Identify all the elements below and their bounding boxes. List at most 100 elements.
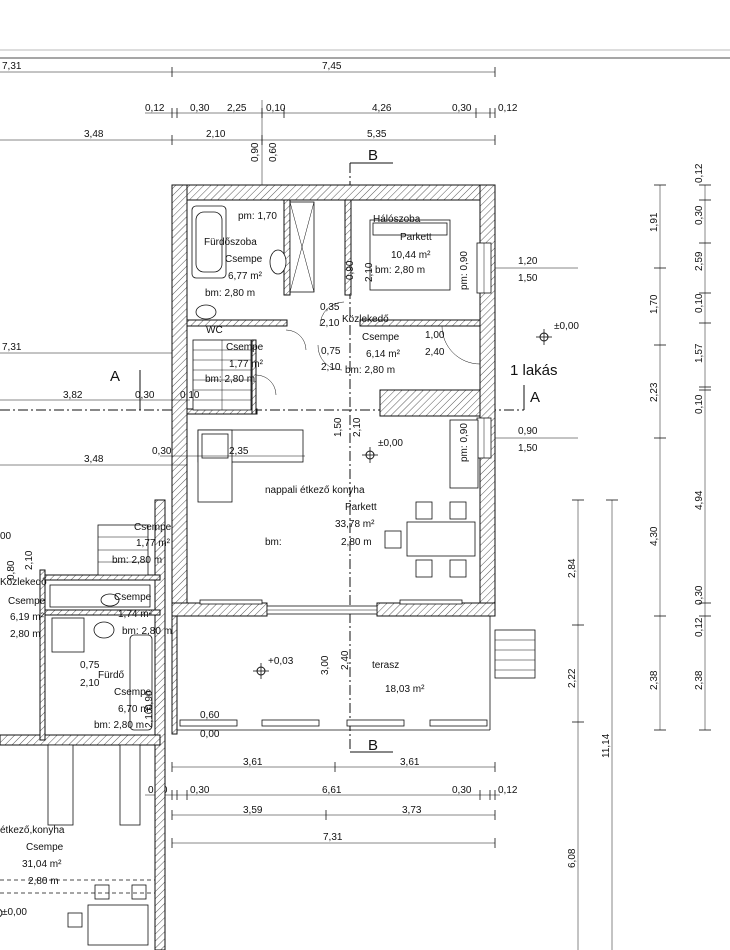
- win2-height: 1,50: [518, 443, 538, 454]
- dim-r-0-12-b: 0,12: [694, 617, 705, 637]
- level-markers: [253, 329, 552, 679]
- dim-vert-0-90: 0,90: [250, 142, 261, 162]
- bath-height: bm: 2,80 m: [205, 288, 255, 299]
- dim-r-2-38-b: 2,38: [649, 670, 660, 690]
- terrace-name: terasz: [372, 660, 399, 671]
- left-hall-name: Közlekedő: [0, 577, 47, 588]
- left-bath-floor: Csempe: [114, 687, 152, 698]
- dim-2-25: 2,25: [227, 103, 247, 114]
- dim-r-0-12-a: 0,12: [694, 163, 705, 183]
- level-living: ±0,00: [378, 438, 403, 449]
- left-hall-height: 2,80 m: [10, 629, 41, 640]
- dim-bottom-0-30-b: 0,30: [452, 785, 472, 796]
- room-labels: pm: 1,70 Fürdőszoba Csempe 6,77 m² bm: 2…: [204, 211, 558, 695]
- dim-0-10-mid: 0,10: [180, 390, 200, 401]
- dim-bottom-7-31: 7,31: [323, 832, 343, 843]
- dim-r-0-10-b: 0,10: [694, 394, 705, 414]
- wc-height: bm: 2,80 m: [205, 374, 255, 385]
- left-stair-height: bm: 2,80 m: [112, 555, 162, 566]
- dim-r-2-38-a: 2,38: [694, 670, 705, 690]
- dim-r-11-14: 11,14: [601, 733, 612, 758]
- dim-v-1-50: 1,50: [333, 417, 344, 437]
- right-dimensions: 0,12 0,30 2,59 0,10 1,57 0,10 4,94 0,30 …: [567, 163, 711, 950]
- dim-v-2-10-a: 2,10: [364, 262, 375, 282]
- dim-top-7-31: 7,31: [2, 61, 22, 72]
- dim-terrace-2-40: 2,40: [340, 650, 351, 670]
- wc-area: 1,77 m²: [229, 359, 264, 370]
- dim-bottom-3-73: 3,73: [402, 805, 422, 816]
- left-wc-height: bm: 2,80 m: [122, 626, 172, 637]
- left-v-2-10-b: 2,10: [144, 708, 155, 728]
- dim-2-10-a: 2,10: [320, 318, 340, 329]
- terrace-area: 18,03 m²: [385, 684, 425, 695]
- dim-terrace-3-00: 3,00: [320, 655, 331, 675]
- dim-r-0-30-b: 0,30: [694, 585, 705, 605]
- living-bm: bm:: [265, 537, 282, 548]
- level-terrace: +0,03: [268, 656, 294, 667]
- bedroom-name: Hálószoba: [373, 214, 421, 225]
- dim-window-0-60: 0,60: [200, 710, 220, 721]
- dim-r-4-94: 4,94: [694, 490, 705, 510]
- win1-height: 1,50: [518, 273, 538, 284]
- dim-bottom-0-30-a: 0,30: [190, 785, 210, 796]
- living-height: 2,80 m: [341, 537, 372, 548]
- left-c00: 00: [0, 531, 12, 542]
- left-kitchen-name: étkező,konyha: [0, 825, 65, 836]
- dim-r-1-57: 1,57: [694, 343, 705, 363]
- dim-0-35: 0,35: [320, 302, 340, 313]
- furniture: [177, 201, 536, 731]
- bottom-dimensions: 3,61 3,61 0,10 0,30 6,61 0,30 0,12 3,59 …: [145, 757, 518, 848]
- hall-floor: Csempe: [362, 332, 400, 343]
- hall-height: bm: 2,80 m: [345, 365, 395, 376]
- bedroom-pm: pm: 0,90: [459, 251, 470, 290]
- dim-3-48-mid: 3,48: [84, 454, 104, 465]
- section-a-right: A: [530, 389, 540, 406]
- bath-floor: Csempe: [225, 254, 263, 265]
- dim-bottom-3-61-a: 3,61: [243, 757, 263, 768]
- bedroom-height: bm: 2,80 m: [375, 265, 425, 276]
- left-v-2-10-a: 2,10: [24, 550, 35, 570]
- windows: [266, 242, 492, 615]
- dim-0-10-a: 0,10: [266, 103, 286, 114]
- dim-bottom-0-12: 0,12: [498, 785, 518, 796]
- dim-bottom-6-61: 6,61: [322, 785, 342, 796]
- dim-3-48-top: 3,48: [84, 129, 104, 140]
- left-neighbour-unit: Közlekedő Csempe 6,19 m² 2,80 m Fürdő Cs…: [0, 499, 172, 950]
- dim-0-30-b: 0,30: [452, 103, 472, 114]
- apartment-label: 1 lakás: [510, 362, 558, 379]
- win1-width: 1,20: [518, 256, 538, 267]
- left-kitchen-floor: Csempe: [26, 842, 64, 853]
- bedroom-floor: Parkett: [400, 232, 432, 243]
- wc-floor: Csempe: [226, 342, 264, 353]
- dim-0-30-kitchen: 0,30: [152, 446, 172, 457]
- walls: [171, 184, 496, 735]
- dim-v-2-10-b: 2,10: [352, 417, 363, 437]
- dim-r-2-84: 2,84: [567, 558, 578, 578]
- left-kitchen-area: 31,04 m²: [22, 859, 62, 870]
- dim-r-2-22: 2,22: [567, 668, 578, 688]
- bedroom-area: 10,44 m²: [391, 250, 431, 261]
- dim-0-30-a: 0,30: [190, 103, 210, 114]
- section-b-top: B: [368, 147, 378, 164]
- living-pm: pm: 0,90: [459, 423, 470, 462]
- left-hall-floor: Csempe: [8, 596, 46, 607]
- left-stair-floor: Csempe: [134, 522, 172, 533]
- hall-area: 6,14 m²: [366, 349, 401, 360]
- top-dimensions: 7,31 7,45 0,12 0,30 2,25 0,10 4,26 0,30 …: [0, 61, 518, 200]
- dim-3-82: 3,82: [63, 390, 83, 401]
- dim-r-6-08: 6,08: [567, 848, 578, 868]
- dim-door-0-75: 0,75: [321, 346, 341, 357]
- dim-bottom-3-61-b: 3,61: [400, 757, 420, 768]
- dim-door-1-00: 1,00: [425, 330, 445, 341]
- left-door-width: 0,75: [80, 660, 100, 671]
- left-v-0-90: 0,90: [144, 690, 155, 710]
- dim-door-2-40: 2,40: [425, 347, 445, 358]
- dim-door-2-10: 2,10: [321, 362, 341, 373]
- left-bath-height: bm: 2,80 m: [94, 720, 144, 731]
- dim-2-35: 2,35: [229, 446, 249, 457]
- dim-bottom-3-59: 3,59: [243, 805, 263, 816]
- left-kitchen-height: 2,80 m: [28, 876, 59, 887]
- dim-left-7-31: 7,31: [2, 342, 22, 353]
- left-level: ±0,00: [2, 907, 27, 918]
